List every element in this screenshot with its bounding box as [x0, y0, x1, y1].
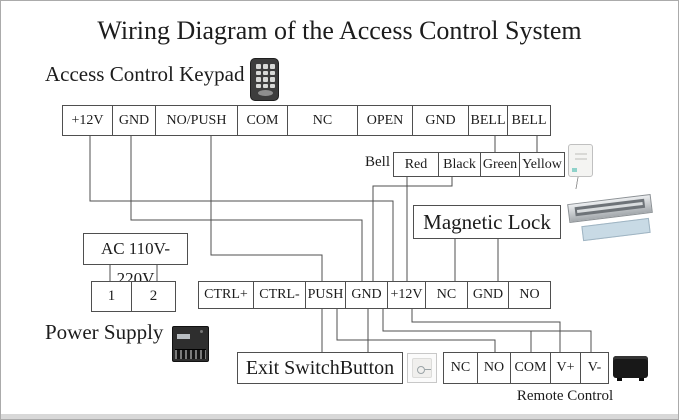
- remote-terminal-v-minus: V-: [580, 352, 609, 384]
- keypad-image: [250, 58, 279, 101]
- wire-push-to-remote-no: [336, 308, 496, 353]
- bottom-band: [1, 414, 678, 419]
- remote-receiver-image: [613, 356, 648, 381]
- power-supply-image: [172, 326, 209, 362]
- keypad-terminal-gnd2: GND: [412, 105, 469, 136]
- keypad-terminal-nopush: NO/PUSH: [155, 105, 238, 136]
- bell-wire-green: Green: [480, 152, 520, 177]
- ac-terminal-2: 2: [131, 281, 176, 312]
- doorbell-image: [568, 144, 593, 177]
- doorbell-button-icon: [572, 168, 577, 172]
- wire-nopush-to-push: [210, 136, 323, 282]
- maglock-magnet-icon: [574, 198, 646, 217]
- controller-terminal-push: PUSH: [305, 281, 346, 309]
- wire-gnd-to-remote-vminus: [382, 308, 592, 353]
- keypad-label: Access Control Keypad: [45, 62, 245, 86]
- ac-power-box: AC 110V-220V: [83, 233, 188, 288]
- psu-terminal-strip-icon: [175, 349, 206, 359]
- keypad-terminal-com: COM: [237, 105, 288, 136]
- controller-terminal-12v: +12V: [387, 281, 426, 309]
- bell-wire-red: Red: [393, 152, 439, 177]
- controller-terminal-no: NO: [508, 281, 551, 309]
- diagram-title: Wiring Diagram of the Access Control Sys…: [97, 16, 582, 45]
- wire-bell-device-lead: [575, 176, 579, 190]
- bell-wire-yellow: Yellow: [519, 152, 565, 177]
- remote-terminal-v-plus: V+: [550, 352, 581, 384]
- keypad-terminal-bell1: BELL: [468, 105, 508, 136]
- remote-terminal-no: NO: [477, 352, 511, 384]
- power-supply-label: Power Supply: [45, 320, 164, 344]
- keypad-terminal-nc: NC: [287, 105, 358, 136]
- maglock-armature-plate-icon: [581, 217, 651, 242]
- keypad-terminal-bell2: BELL: [507, 105, 551, 136]
- magnetic-lock-image: [566, 190, 654, 242]
- magnetic-lock-box: Magnetic Lock: [413, 205, 561, 239]
- exit-button-face-icon: [412, 358, 432, 378]
- wire-12v-to-remote-vplus: [411, 308, 561, 353]
- remote-terminal-com: COM: [510, 352, 551, 384]
- keypad-terminal-gnd1: GND: [112, 105, 156, 136]
- keypad-buttons-icon: [256, 64, 275, 88]
- controller-terminal-ctrl-minus: CTRL-: [253, 281, 306, 309]
- doorbell-detail-icon: [575, 153, 587, 155]
- bell-label: Bell: [365, 154, 390, 170]
- keypad-reader-icon: [258, 90, 273, 96]
- psu-sticker-icon: [177, 334, 190, 339]
- keypad-terminal-12v: +12V: [62, 105, 113, 136]
- bell-wire-black: Black: [438, 152, 481, 177]
- exit-switch-box: Exit SwitchButton: [237, 352, 403, 384]
- psu-led-icon: [200, 330, 203, 333]
- controller-terminal-gnd1: GND: [345, 281, 388, 309]
- remote-terminal-nc: NC: [443, 352, 478, 384]
- keypad-terminal-open: OPEN: [357, 105, 413, 136]
- controller-terminal-nc: NC: [425, 281, 468, 309]
- remote-control-label: Remote Control: [516, 388, 614, 404]
- controller-terminal-gnd2: GND: [467, 281, 509, 309]
- controller-terminal-ctrl-plus: CTRL+: [198, 281, 254, 309]
- exit-button-image: [407, 353, 437, 383]
- ac-terminal-1: 1: [91, 281, 132, 312]
- doorbell-detail-icon: [575, 158, 587, 160]
